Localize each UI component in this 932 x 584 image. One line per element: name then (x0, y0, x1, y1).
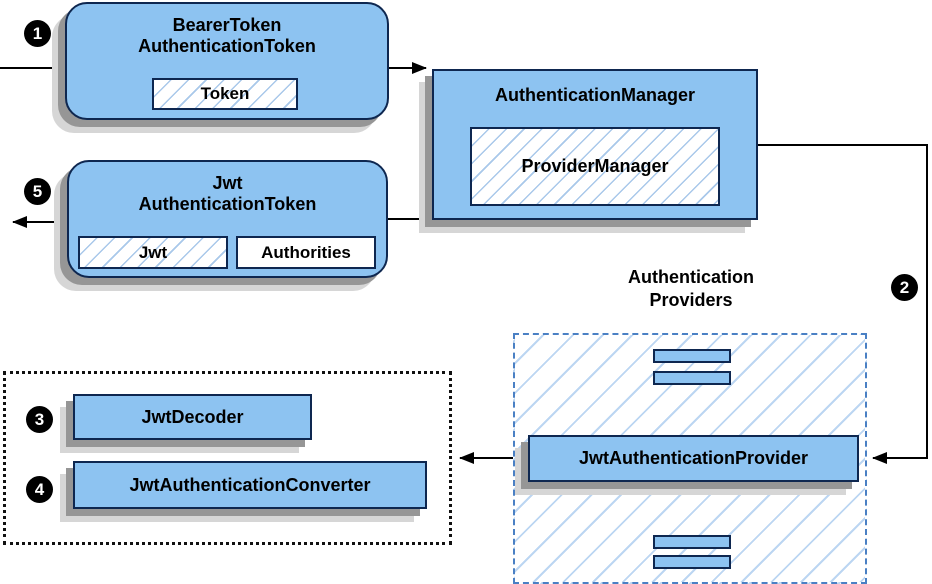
jwt-authentication-converter-node: JwtAuthenticationConverter (73, 461, 427, 509)
step-4-number: 4 (34, 480, 45, 499)
provider-manager-label: ProviderManager (521, 156, 669, 176)
jwt-node-title-line1: Jwt (212, 173, 243, 193)
jwt-field-label: Jwt (138, 242, 168, 262)
step-4-badge: 4 (26, 476, 53, 503)
provider-placeholder-bar (653, 555, 731, 569)
jwt-authentication-converter-label: JwtAuthenticationConverter (129, 474, 371, 495)
jwt-node-title-line2: AuthenticationToken (138, 194, 317, 214)
jwt-authentication-provider-node: JwtAuthenticationProvider (528, 435, 859, 482)
authentication-manager-node: AuthenticationManager ProviderManager (432, 69, 758, 220)
step-3-badge: 3 (26, 406, 53, 433)
provider-manager-field: ProviderManager (470, 127, 720, 206)
bearer-node-title: BearerToken AuthenticationToken (67, 4, 387, 57)
authentication-manager-title: AuthenticationManager (494, 85, 695, 105)
step-1-number: 1 (32, 24, 43, 43)
authentication-providers-label-line2: Providers (649, 290, 733, 310)
authorities-field-label: Authorities (261, 242, 351, 262)
jwt-field: Jwt (78, 236, 228, 269)
token-field: Token (152, 78, 298, 110)
provider-placeholder-bar (653, 371, 731, 385)
bearer-node-title-line2: AuthenticationToken (138, 36, 316, 56)
bearer-token-authentication-token-node: BearerToken AuthenticationToken Token (65, 2, 389, 120)
bearer-node-title-line1: BearerToken (172, 15, 282, 35)
step-5-badge: 5 (24, 178, 51, 205)
authentication-providers-label-line1: Authentication (628, 267, 754, 287)
jwt-decoder-label: JwtDecoder (141, 406, 244, 427)
jwt-authentication-token-node: Jwt AuthenticationToken Jwt Authorities (67, 160, 388, 278)
step-2-number: 2 (899, 278, 910, 297)
token-field-label: Token (200, 84, 250, 103)
step-1-badge: 1 (24, 20, 51, 47)
step-3-number: 3 (34, 410, 45, 429)
authorities-field: Authorities (236, 236, 376, 269)
step-2-badge: 2 (891, 274, 918, 301)
authentication-providers-label: Authentication Providers (556, 266, 826, 312)
jwt-support-group: JwtDecoder JwtAuthenticationConverter (3, 371, 452, 545)
authentication-providers-group: JwtAuthenticationProvider (513, 333, 867, 584)
provider-placeholder-bar (653, 349, 731, 363)
step-5-number: 5 (32, 182, 43, 201)
jwt-authentication-provider-label: JwtAuthenticationProvider (578, 448, 809, 468)
jwt-decoder-node: JwtDecoder (73, 394, 312, 440)
provider-placeholder-bar (653, 535, 731, 549)
jwt-node-title: Jwt AuthenticationToken (69, 162, 386, 215)
